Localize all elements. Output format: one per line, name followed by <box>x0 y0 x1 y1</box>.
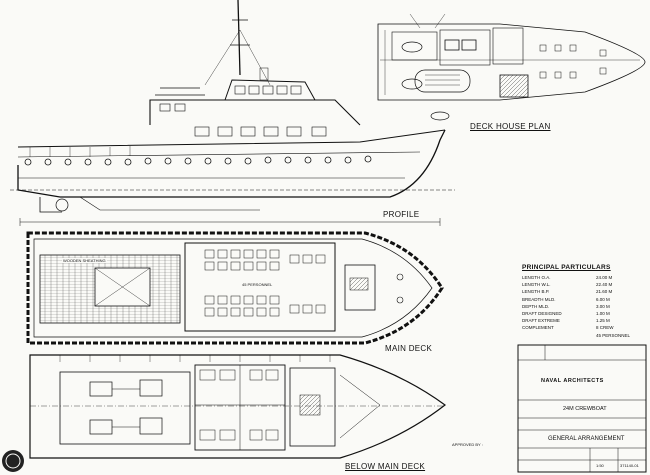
particular-label: COMPLEMENT <box>522 325 554 331</box>
title-block-frame <box>517 344 647 473</box>
personnel-label: 45 PERSONNEL <box>242 282 273 287</box>
particular-value: 21.60 M <box>596 289 613 295</box>
main-engine <box>89 379 163 435</box>
passenger-seats <box>204 249 326 317</box>
profile-view <box>10 0 455 226</box>
particular-label: LENGTH B.P. <box>522 289 550 295</box>
below-main-deck-plan-view <box>29 354 446 459</box>
particular-value: 1.25 M <box>596 318 610 324</box>
main-deck-plan-view <box>26 231 444 345</box>
scale-value: 1:50 <box>596 463 604 468</box>
particular-value: 24.00 M <box>596 275 613 280</box>
rescue-boat <box>414 69 471 93</box>
profile-title: PROFILE <box>383 210 420 219</box>
liferaft-capsule <box>401 41 450 121</box>
drawing-title: GENERAL ARRANGEMENT <box>548 436 625 442</box>
particular-label: DRAFT DESIGNED <box>522 311 562 316</box>
principal-particulars: PRINCIPAL PARTICULARS LENGTH O.A. 24.00 M… <box>522 264 642 344</box>
particular-value: 6.00 M <box>596 296 610 302</box>
drawing-number: 371140-01 <box>620 463 639 468</box>
particular-value: 8 CREW <box>596 325 614 331</box>
particular-label: DEPTH MLD. <box>522 303 550 309</box>
particular-value: 45 PERSONNEL <box>596 332 631 338</box>
wooden-sheathing-label: WOODEN SHEATHING <box>62 258 107 263</box>
company-seal <box>2 450 24 472</box>
particular-label: DRAFT EXTREME <box>522 318 560 324</box>
particular-value: 3.00 M <box>596 303 610 309</box>
particular-value: 1.00 M <box>596 311 610 316</box>
approved-by-label: APPROVED BY : <box>452 442 483 447</box>
principal-particulars-heading: PRINCIPAL PARTICULARS <box>522 264 611 271</box>
particular-label: LENGTH W.L. <box>522 282 551 288</box>
designer-name: NAVAL ARCHITECTS <box>541 378 604 384</box>
below-main-deck-title: BELOW MAIN DECK <box>345 462 426 471</box>
main-deck-title: MAIN DECK <box>385 344 433 353</box>
particular-label: LENGTH O.A. <box>522 275 551 280</box>
project-name: 24M CREWBOAT <box>563 406 607 412</box>
particular-label: BREADTH MLD. <box>522 296 556 302</box>
particular-value: 22.40 M <box>596 282 613 288</box>
wooden-sheathing-area <box>39 254 181 324</box>
deck-house-plan-title: DECK HOUSE PLAN <box>470 122 551 131</box>
deck-house-plan-view <box>377 13 646 121</box>
